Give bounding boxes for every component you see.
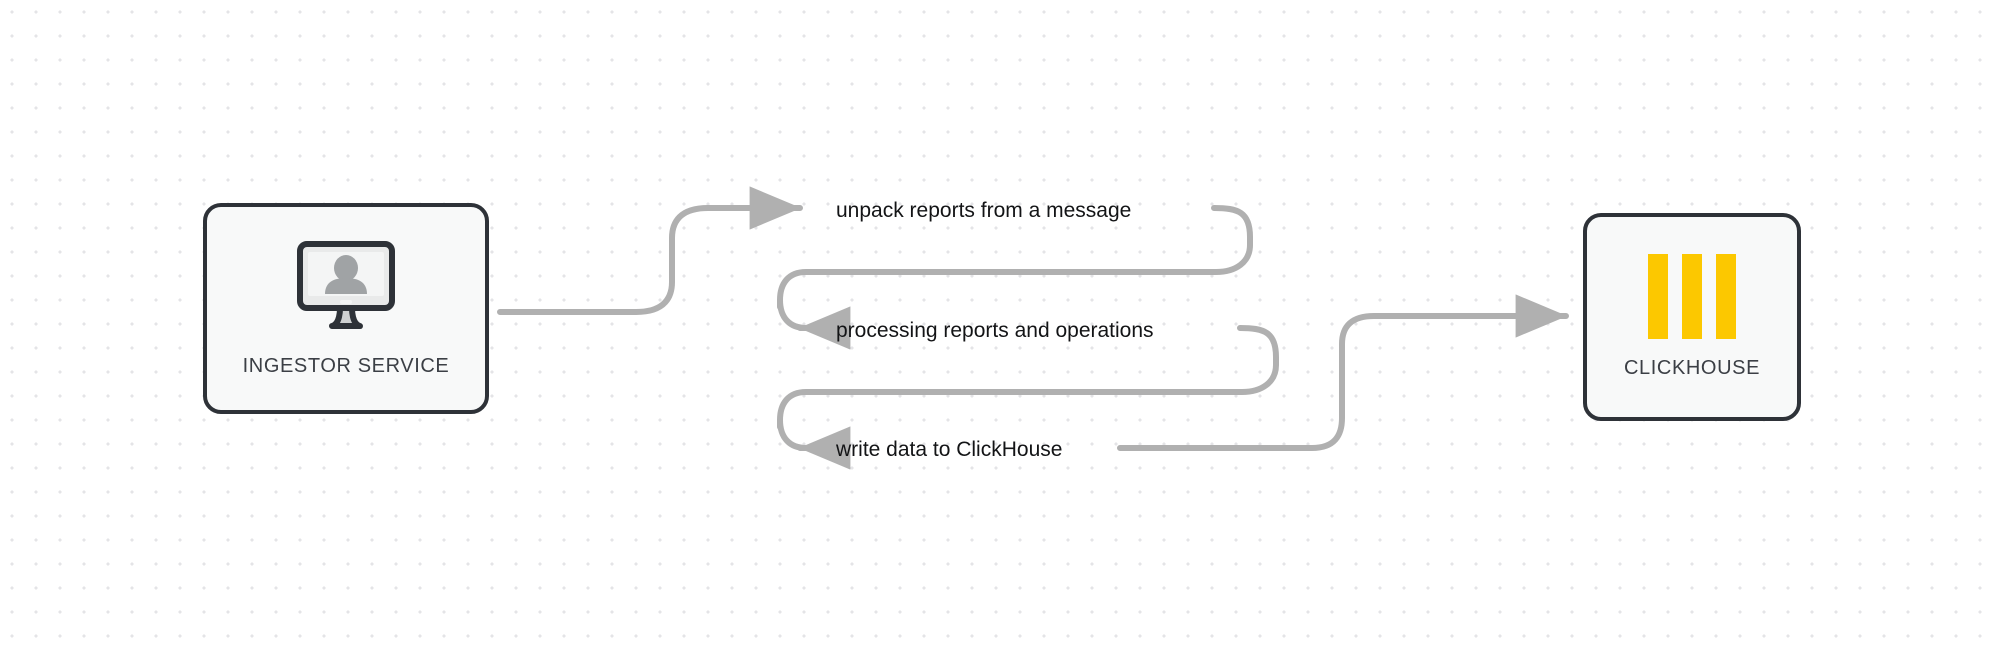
node-clickhouse[interactable]: CLICKHOUSE: [1583, 213, 1801, 421]
edge-path-processing-entry: [777, 297, 851, 350]
monitor-user-icon: [296, 240, 396, 337]
edge-path-processing-return: [777, 325, 1279, 430]
node-ingestor-service[interactable]: INGESTOR SERVICE: [203, 203, 489, 414]
clickhouse-bar-1: [1648, 254, 1668, 339]
edge-label-write: write data to ClickHouse: [836, 438, 1063, 461]
edge-label-processing: processing reports and operations: [836, 319, 1154, 342]
edge-path-write-to-clickhouse: [1117, 294, 1569, 451]
edge-path-unpack: [497, 186, 803, 315]
edge-label-unpack: unpack reports from a message: [836, 199, 1132, 222]
clickhouse-logo-icon: [1648, 254, 1736, 339]
node-label-ingestor: INGESTOR SERVICE: [242, 354, 450, 377]
node-label-clickhouse: CLICKHOUSE: [1623, 357, 1761, 379]
clickhouse-bar-2: [1682, 254, 1702, 339]
edge-path-write-entry: [777, 417, 851, 470]
clickhouse-bar-3: [1716, 254, 1736, 339]
edge-path-unpack-return: [777, 205, 1253, 310]
